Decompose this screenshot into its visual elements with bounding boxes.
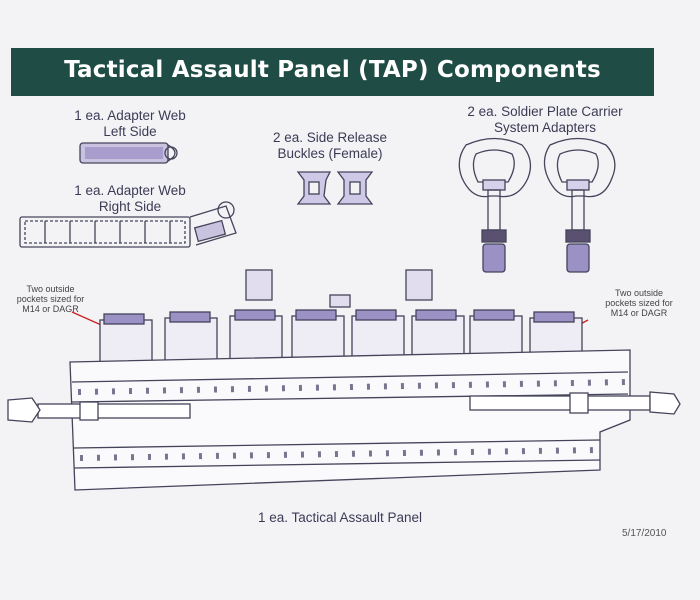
spc-adapters-label: 2 ea. Soldier Plate Carrier System Adapt… (467, 104, 623, 135)
pocket-note-right: Two outside pockets sized for M14 or DAG… (605, 288, 673, 318)
adapter-web-right-illustration (19, 201, 237, 248)
title-banner: Tactical Assault Panel (TAP) Components (11, 48, 654, 96)
adapter-right-label: 1 ea. Adapter Web Right Side (74, 183, 186, 214)
buckles-label: 2 ea. Side Release Buckles (Female) (272, 130, 388, 161)
pocket-note-left: Two outside pockets sized for M14 or DAG… (16, 284, 85, 314)
print-date: 5/17/2010 (622, 528, 667, 539)
spc-adapters-illustration (458, 137, 616, 273)
panel-label: 1 ea. Tactical Assault Panel (257, 510, 423, 525)
page-title: Tactical Assault Panel (TAP) Components (64, 57, 601, 83)
adapter-left-label: 1 ea. Adapter Web Left Side (74, 108, 186, 139)
side-release-buckles-illustration (296, 171, 374, 205)
tactical-assault-panel-illustration (7, 269, 681, 491)
adapter-web-left-illustration (79, 142, 178, 164)
